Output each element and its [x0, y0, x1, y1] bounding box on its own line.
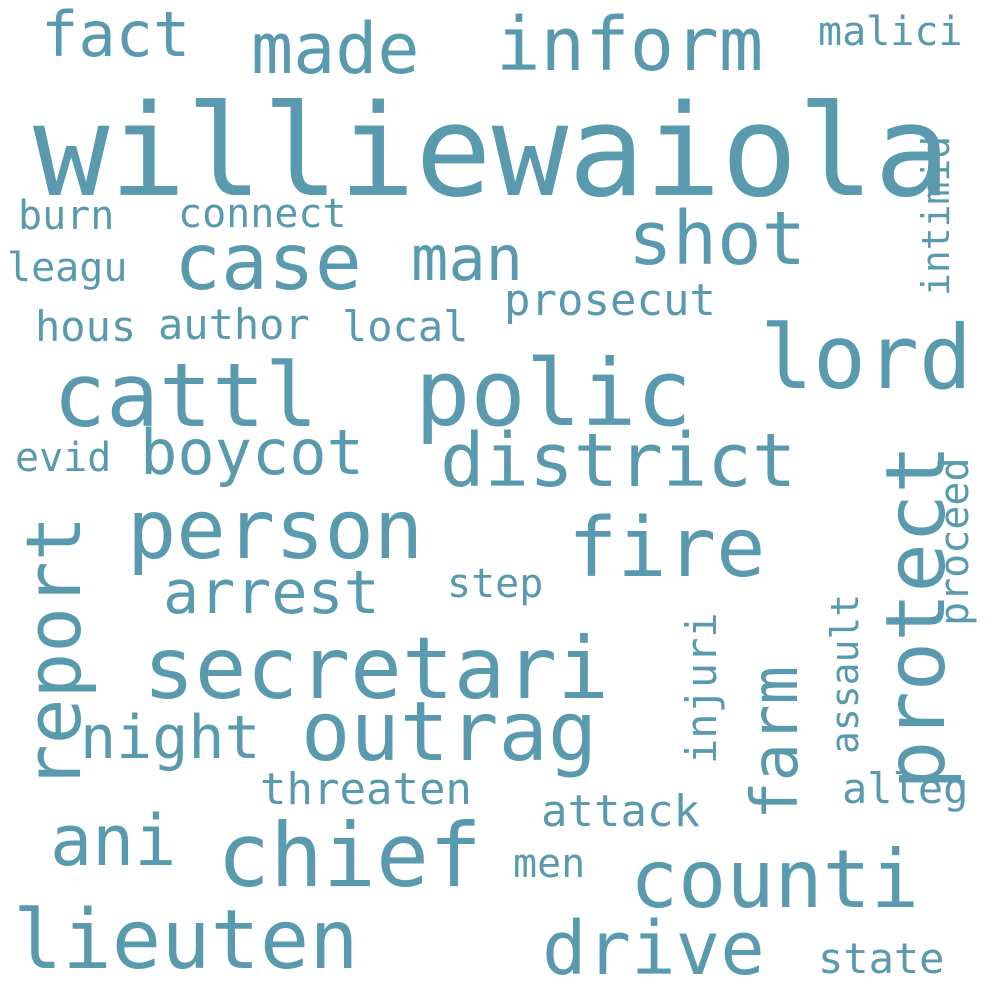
word-author: author — [158, 300, 310, 349]
word-arrest: arrest — [163, 558, 380, 628]
word-night: night — [80, 703, 261, 773]
word-lord: lord — [760, 306, 972, 409]
word-farm: farm — [739, 665, 813, 820]
word-fact: fact — [41, 0, 191, 71]
word-evid: evid — [15, 435, 112, 481]
word-intimid: intimid — [914, 135, 958, 296]
word-secretari: secretari — [143, 619, 609, 719]
word-local: local — [342, 302, 469, 351]
word-step: step — [447, 561, 544, 607]
word-williewaiola: williewaiola — [33, 77, 951, 225]
word-fire: fire — [568, 501, 766, 596]
word-burn: burn — [18, 193, 115, 239]
word-case: case — [174, 218, 362, 308]
word-ani: ani — [50, 800, 177, 882]
word-state: state — [818, 934, 945, 983]
word-assault: assault — [823, 593, 867, 754]
word-injuri: injuri — [677, 612, 726, 764]
word-threaten: threaten — [260, 764, 472, 815]
word-made: made — [251, 8, 420, 90]
word-attack: attack — [541, 786, 700, 837]
word-district: district — [440, 418, 797, 504]
word-chief: chief — [217, 804, 482, 907]
word-shot: shot — [628, 196, 807, 282]
word-person: person — [127, 483, 424, 578]
word-polic: polic — [415, 340, 692, 447]
word-malici: malici — [818, 9, 963, 55]
word-leagu: leagu — [7, 245, 128, 291]
word-man: man — [411, 222, 523, 295]
word-proceed: proceed — [932, 457, 978, 626]
word-drive: drive — [542, 906, 765, 992]
word-lieuten: lieuten — [13, 893, 359, 988]
word-inform: inform — [496, 2, 764, 88]
word-prosecut: prosecut — [504, 275, 716, 326]
word-men: men — [513, 841, 586, 887]
word-connect: connect — [178, 191, 347, 237]
word-cattl: cattl — [53, 344, 318, 447]
word-hous: hous — [35, 302, 137, 351]
word-outrag: outrag — [301, 685, 598, 780]
word-boycot: boycot — [140, 416, 364, 489]
word-alleg: alleg — [842, 764, 969, 813]
word-counti: counti — [630, 833, 919, 926]
